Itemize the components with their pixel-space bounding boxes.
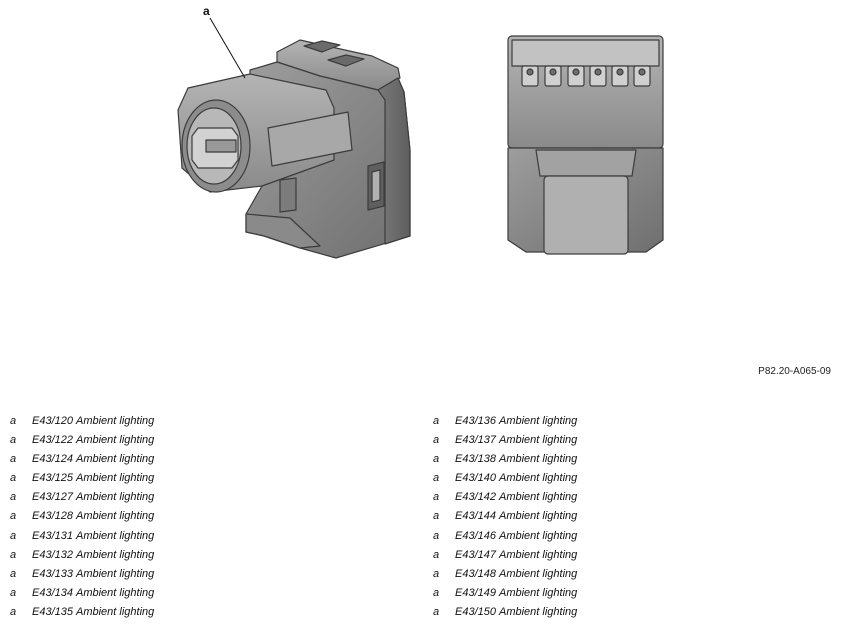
legend-description: Ambient lighting (76, 605, 155, 618)
legend-description: Ambient lighting (76, 529, 155, 542)
legend-left-column: a E43/120 Ambient lighting a E43/122 Amb… (0, 413, 420, 623)
legend-description: Ambient lighting (499, 491, 578, 504)
legend-code: E43/122 (32, 434, 73, 447)
legend-description: Ambient lighting (76, 567, 155, 580)
legend-code: E43/144 (455, 510, 496, 523)
legend-row: a E43/131 Ambient lighting (0, 528, 420, 547)
legend-code: E43/146 (455, 529, 496, 542)
legend-row: a E43/142 Ambient lighting (423, 489, 841, 508)
legend-code: E43/150 (455, 605, 496, 618)
legend-key: a (433, 529, 440, 542)
legend-key: a (10, 586, 17, 599)
legend-description: Ambient lighting (76, 548, 155, 561)
legend-code: E43/128 (32, 510, 73, 523)
legend-row: a E43/138 Ambient lighting (423, 451, 841, 470)
legend-key: a (433, 567, 440, 580)
callout-label-a: a (203, 4, 210, 18)
legend-description: Ambient lighting (76, 510, 155, 523)
legend-code: E43/135 (32, 605, 73, 618)
legend-row: a E43/137 Ambient lighting (423, 432, 841, 451)
legend-row: a E43/125 Ambient lighting (0, 470, 420, 489)
legend-description: Ambient lighting (499, 567, 578, 580)
legend-description: Ambient lighting (76, 586, 155, 599)
legend-row: a E43/148 Ambient lighting (423, 566, 841, 585)
legend-code: E43/147 (455, 548, 496, 561)
legend-key: a (10, 434, 17, 447)
legend-description: Ambient lighting (499, 415, 578, 427)
legend-description: Ambient lighting (499, 434, 578, 447)
legend-row: a E43/146 Ambient lighting (423, 528, 841, 547)
connector-illustration (177, 17, 664, 259)
legend-code: E43/133 (32, 567, 73, 580)
legend-description: Ambient lighting (76, 472, 155, 485)
legend-row: a E43/144 Ambient lighting (423, 508, 841, 527)
legend-description: Ambient lighting (499, 529, 578, 542)
legend-description: Ambient lighting (76, 491, 155, 504)
legend-right-column: a E43/136 Ambient lighting a E43/137 Amb… (423, 413, 841, 623)
legend-code: E43/149 (455, 586, 496, 599)
legend-key: a (10, 567, 17, 580)
legend-key: a (433, 472, 440, 485)
legend-key: a (10, 548, 17, 561)
connector-figure: a P82.20-A065-09 (177, 4, 831, 377)
legend-code: E43/127 (32, 491, 73, 504)
legend-code: E43/142 (455, 491, 496, 504)
legend-key: a (433, 491, 440, 504)
legend-key: a (433, 548, 440, 561)
legend-description: Ambient lighting (499, 472, 578, 485)
connector-front-view (507, 35, 664, 255)
legend-key: a (10, 472, 17, 485)
legend-row: a E43/120 Ambient lighting (0, 413, 420, 432)
legend-key: a (433, 453, 440, 466)
legend-code: E43/148 (455, 567, 496, 580)
legend-row: a E43/127 Ambient lighting (0, 489, 420, 508)
legend-row: a E43/135 Ambient lighting (0, 604, 420, 623)
legend-code: E43/137 (455, 434, 496, 447)
legend-key: a (433, 605, 440, 618)
legend-description: Ambient lighting (499, 510, 578, 523)
legend-key: a (10, 529, 17, 542)
legend-row: a E43/124 Ambient lighting (0, 451, 420, 470)
legend-code: E43/120 (32, 415, 73, 427)
legend-description: Ambient lighting (76, 415, 155, 427)
legend-description: Ambient lighting (499, 548, 578, 561)
legend-key: a (10, 415, 17, 427)
legend-code: E43/134 (32, 586, 73, 599)
legend-code: E43/136 (455, 415, 496, 427)
legend-row: a E43/134 Ambient lighting (0, 585, 420, 604)
legend-code: E43/140 (455, 472, 496, 485)
legend-row: a E43/128 Ambient lighting (0, 508, 420, 527)
legend-description: Ambient lighting (499, 453, 578, 466)
legend-row: a E43/136 Ambient lighting (423, 413, 841, 432)
legend-row: a E43/132 Ambient lighting (0, 547, 420, 566)
legend-row: a E43/150 Ambient lighting (423, 604, 841, 623)
legend-description: Ambient lighting (76, 453, 155, 466)
legend-code: E43/138 (455, 453, 496, 466)
legend-description: Ambient lighting (76, 434, 155, 447)
callout-leader-line (209, 17, 246, 79)
legend-row: a E43/140 Ambient lighting (423, 470, 841, 489)
legend-key: a (10, 491, 17, 504)
legend-key: a (433, 510, 440, 523)
connector-isometric-view (177, 39, 411, 259)
legend-code: E43/131 (32, 529, 73, 542)
legend-key: a (433, 415, 440, 427)
legend-row: a E43/122 Ambient lighting (0, 432, 420, 451)
legend-code: E43/132 (32, 548, 73, 561)
legend-key: a (433, 586, 440, 599)
legend-key: a (433, 434, 440, 447)
legend-row: a E43/147 Ambient lighting (423, 547, 841, 566)
legend-row: a E43/149 Ambient lighting (423, 585, 841, 604)
legend-code: E43/124 (32, 453, 73, 466)
legend-code: E43/125 (32, 472, 73, 485)
legend-description: Ambient lighting (499, 586, 578, 599)
legend-key: a (10, 510, 17, 523)
legend-description: Ambient lighting (499, 605, 578, 618)
legend-key: a (10, 605, 17, 618)
legend-row: a E43/133 Ambient lighting (0, 566, 420, 585)
figure-reference: P82.20-A065-09 (758, 366, 831, 377)
legend-key: a (10, 453, 17, 466)
